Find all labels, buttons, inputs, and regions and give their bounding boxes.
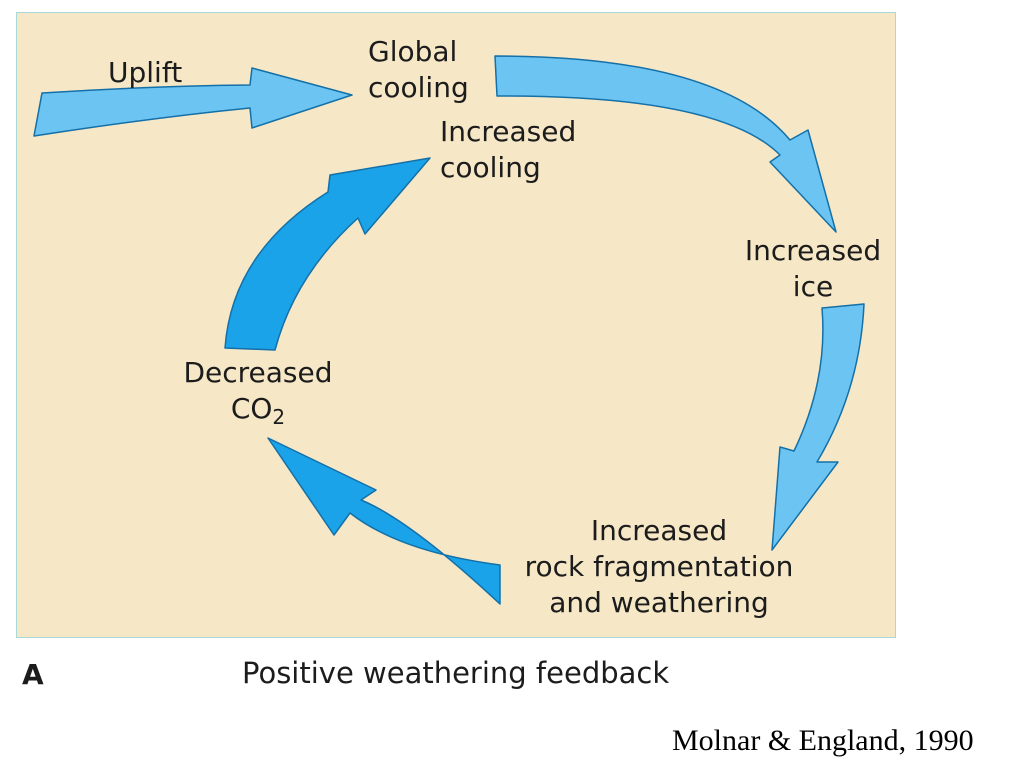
arrow-ice-to-rock: [771, 303, 865, 551]
node-rock-line3: and weathering: [549, 586, 769, 619]
arrow-global-cooling-to-ice: [494, 55, 837, 233]
node-increased-ice: Increased ice: [738, 233, 888, 305]
node-increased-ice-line1: Increased: [744, 234, 882, 267]
node-uplift-text: Uplift: [108, 56, 183, 89]
node-increased-cooling: Increased cooling: [440, 114, 576, 186]
node-co2-line2: CO2: [176, 391, 340, 435]
node-decreased-co2: Decreased CO2: [176, 355, 340, 435]
node-increased-ice-line2: ice: [792, 270, 834, 303]
node-increased-cooling-line1: Increased: [440, 115, 577, 148]
node-global-cooling: Global cooling: [368, 34, 469, 106]
figure-credit: Molnar & England, 1990: [672, 724, 974, 757]
panel-label: A: [22, 658, 44, 691]
co2-formula: CO: [230, 392, 273, 425]
arrow-uplift-to-global-cooling: [33, 67, 353, 137]
node-co2-line1: Decreased: [183, 356, 333, 389]
node-uplift: Uplift: [108, 55, 182, 91]
arrow-rock-to-co2: [267, 437, 501, 605]
figure-caption: Positive weathering feedback: [242, 656, 670, 690]
arrow-co2-to-increased-cooling: [224, 157, 431, 351]
node-global-cooling-line1: Global: [368, 35, 458, 68]
node-increased-cooling-line2: cooling: [440, 151, 541, 184]
co2-subscript: 2: [272, 405, 286, 429]
node-global-cooling-line2: cooling: [368, 71, 469, 104]
node-rock-fragmentation: Increased rock fragmentation and weather…: [510, 513, 808, 621]
node-rock-line1: Increased: [590, 514, 728, 547]
node-rock-line2: rock fragmentation: [524, 550, 794, 583]
